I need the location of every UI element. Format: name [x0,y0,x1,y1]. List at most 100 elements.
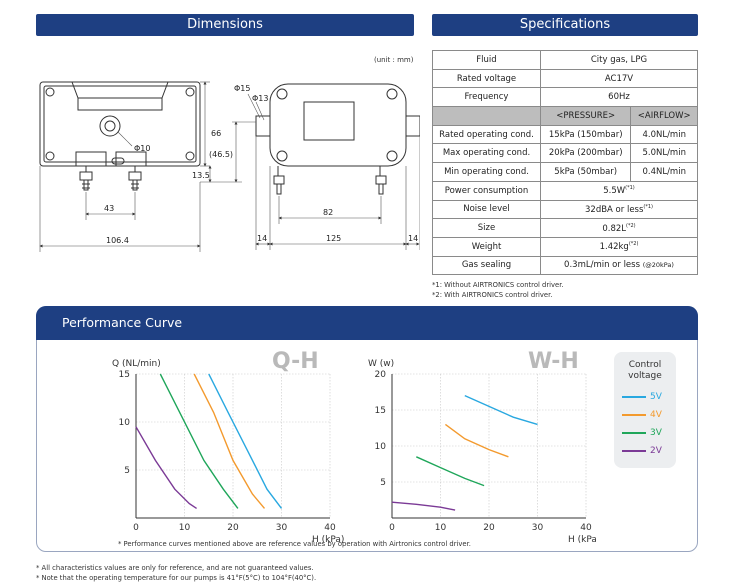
spec-value: 1.42kg(*2) [540,236,698,257]
series-line-4v [444,423,509,458]
performance-title: Performance Curve [36,306,698,340]
spec-row: Noise level 32dBA or less(*1) [432,199,698,220]
legend-label-4v: 4V [650,410,662,420]
spec-value: 60Hz [540,87,698,108]
airflow-value: 5.0NL/min [630,143,698,164]
series-line-2v [391,501,456,511]
spec-label: Rated operating cond. [432,124,541,145]
spec-label: Min operating cond. [432,162,541,182]
x-tick-label: 40 [580,523,592,533]
spec-label: Max operating cond. [432,143,541,164]
series-line-5v [208,373,283,509]
spec-value: City gas, LPG [540,50,698,70]
spec-row: Gas sealing 0.3mL/min or less (@20kPa) [432,255,698,276]
y-tick-label: 20 [375,370,387,380]
legend-label-2v: 2V [650,446,662,456]
legend-title: Control voltage [628,360,662,381]
x-axis-label: H (kPa) [312,535,344,545]
series-line-3v [416,456,485,487]
spec-row: Size 0.82L(*2) [432,218,698,238]
legend-swatch-5v [622,396,646,398]
spec-row: Power consumption 5.5W(*1) [432,180,698,201]
spec-value: 0.82L(*2) [540,218,698,238]
spec-note: *2: With AIRTRONICS control driver. [432,291,553,299]
label-66: 66 [211,129,221,138]
legend-item-5v: 5V [622,390,672,404]
x-tick-label: 20 [227,523,239,533]
y-tick-label: 10 [119,418,131,428]
label-phi13: Φ13 [252,94,268,103]
label-14-left: 14 [257,234,267,243]
legend-label-5v: 5V [650,392,662,402]
spec-notes: *1: Without AIRTRONICS control driver. *… [432,280,564,300]
airflow-value: 4.0NL/min [630,124,698,145]
spec-label: Fluid [432,50,541,70]
footnote: * Note that the operating temperature fo… [36,574,317,582]
specifications-table: Fluid City gas, LPG Rated voltage AC17V … [432,50,698,276]
spec-label: Noise level [432,199,541,220]
spec-value: AC17V [540,68,698,89]
specifications-heading: Specifications [432,14,698,36]
legend-panel [614,352,676,468]
series-line-3v [159,373,239,509]
x-tick-label: 40 [324,523,336,533]
legend-swatch-3v [622,432,646,434]
chart-title: W-H [528,349,579,374]
x-tick-label: 20 [483,523,495,533]
port-phi10 [99,115,121,137]
y-tick-label: 15 [119,370,130,380]
spec-note: *1: Without AIRTRONICS control driver. [432,281,564,289]
label-13-5: 13.5 [192,171,210,180]
x-axis-label: H (kPa) [568,535,596,545]
y-tick-label: 5 [380,478,386,488]
pressure-value: 5kPa (50mbar) [539,162,632,182]
spec-row: Max operating cond. 20kPa (200mbar) 5.0N… [432,143,698,164]
x-tick-label: 0 [133,523,139,533]
legend-item-4v: 4V [622,408,672,422]
label-phi15: Φ15 [234,84,250,93]
spec-value: 5.5W(*1) [540,180,698,201]
legend-swatch-4v [622,414,646,416]
legend-item-3v: 3V [622,426,672,440]
dimensions-heading: Dimensions [36,14,414,36]
spec-row: Frequency 60Hz [432,87,698,108]
legend-label-3v: 3V [650,428,662,438]
spec-row: Min operating cond. 5kPa (50mbar) 0.4NL/… [432,162,698,182]
y-tick-label: 10 [375,442,387,452]
spec-row: Weight 1.42kg(*2) [432,236,698,257]
series-line-2v [135,426,197,509]
legend-item-2v: 2V [622,444,672,458]
x-tick-label: 10 [435,523,447,533]
spec-label: Power consumption [432,180,541,201]
spec-subheader-row: <PRESSURE> <AIRFLOW> [432,106,698,126]
spec-subheader-blank [432,106,541,126]
legend-swatch-2v [622,450,646,452]
label-43: 43 [104,204,114,213]
x-tick-label: 30 [276,523,288,533]
pressure-value: 15kPa (150mbar) [539,124,632,145]
spec-row: Fluid City gas, LPG [432,50,698,70]
unit-note: (unit : mm) [374,56,414,64]
chart-title: Q-H [272,349,319,374]
inlet-nozzle [255,115,271,137]
y-axis-label: W (w) [368,359,394,369]
airflow-header: <AIRFLOW> [630,106,698,126]
label-82: 82 [323,208,333,217]
pressure-header: <PRESSURE> [539,106,632,126]
y-tick-label: 15 [375,406,386,416]
y-axis-label: Q (NL/min) [112,359,161,369]
x-tick-label: 30 [532,523,544,533]
y-tick-label: 5 [124,466,130,476]
spec-label: Gas sealing [432,255,541,276]
x-tick-label: 0 [389,523,395,533]
label-phi10: Φ10 [134,144,150,153]
label-125: 125 [326,234,341,243]
x-tick-label: 10 [179,523,191,533]
spec-label: Size [432,218,541,238]
pressure-value: 20kPa (200mbar) [539,143,632,164]
spec-row: Rated voltage AC17V [432,68,698,89]
dimension-drawing: Φ15 Φ13 Φ10 66 (46.5) 13.5 43 106.4 82 1… [39,81,420,252]
spec-label: Rated voltage [432,68,541,89]
series-line-4v [193,373,266,509]
outlet-nozzle [405,115,420,137]
